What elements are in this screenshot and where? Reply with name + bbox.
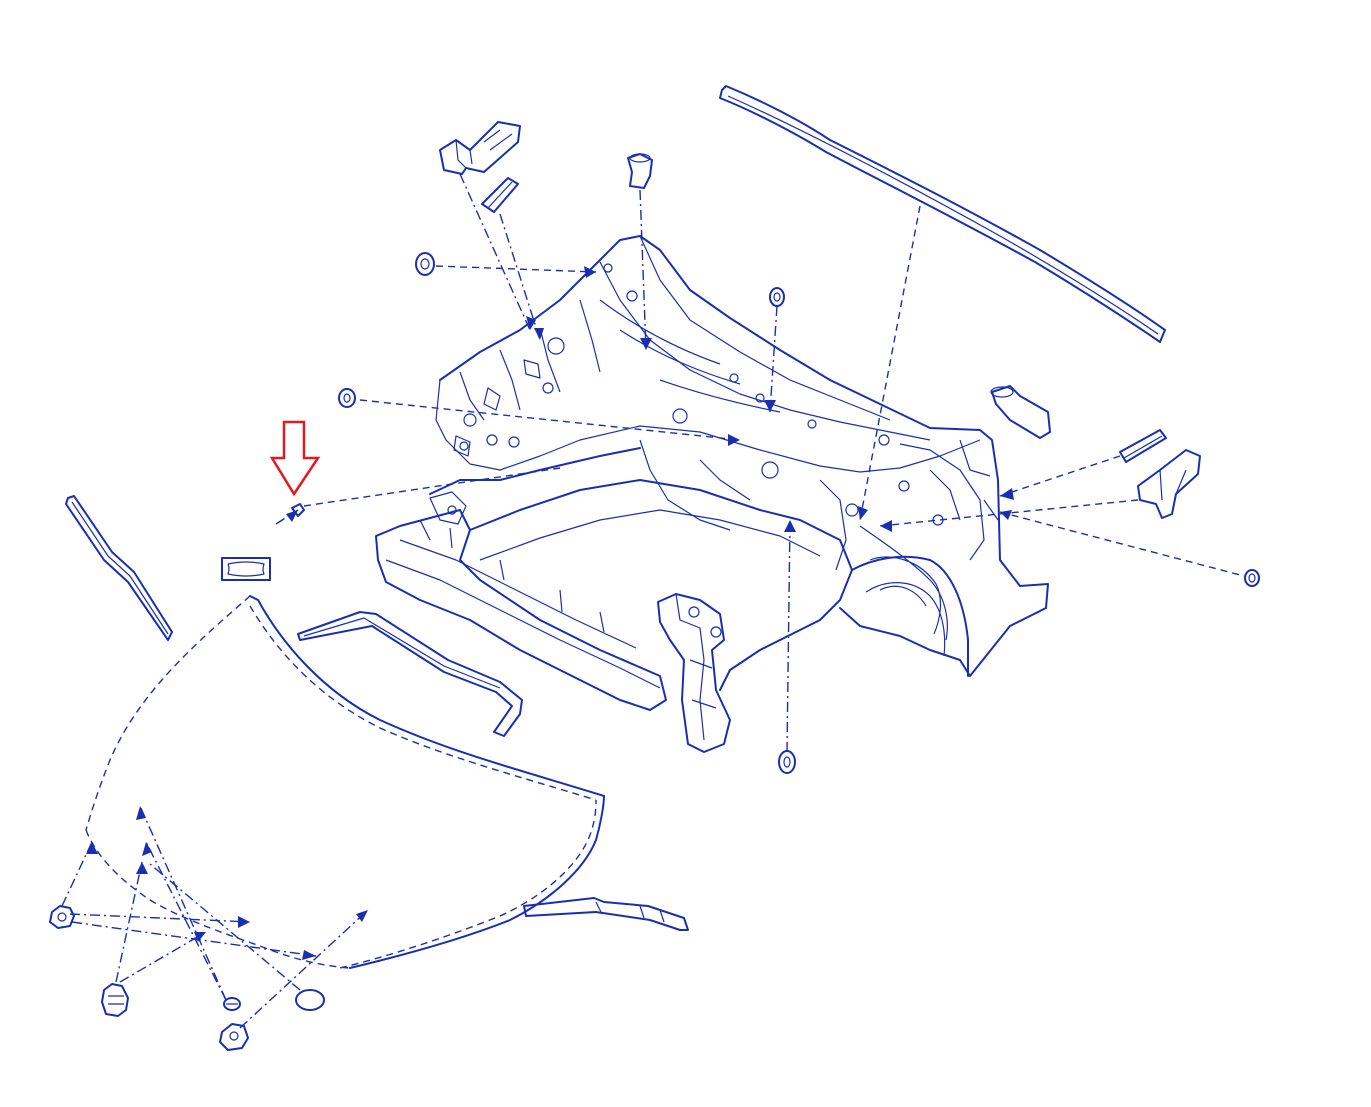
grommet-c (338, 388, 356, 408)
grommet-d (1244, 569, 1260, 587)
seal-plug-upper-left (481, 177, 519, 213)
left-side-seal (65, 495, 173, 641)
front-subframe-assembly (375, 235, 1049, 753)
upper-seal-strip (719, 85, 1166, 343)
duct-right (990, 385, 1051, 439)
push-pin-fastener-d (219, 1023, 249, 1051)
push-pin-fastener-b (101, 983, 129, 1017)
grommet-e (778, 750, 796, 774)
seal-plug-right (1119, 429, 1167, 463)
push-pin-fastener-a (49, 905, 75, 929)
foam-pad (221, 557, 271, 581)
red-down-arrow-icon (269, 420, 321, 497)
leader-arrowheads (86, 266, 1014, 960)
side-seal-center (297, 611, 523, 737)
hood-insulator (85, 595, 605, 969)
underbody-shield (523, 897, 689, 931)
bracket-upper-left (439, 121, 521, 175)
grommet-a (415, 252, 435, 276)
leader-lines (61, 173, 1245, 1029)
bracket-right (1137, 449, 1201, 519)
push-pin-fastener-c (223, 997, 241, 1011)
grommet-f (295, 989, 325, 1011)
grommet-b (769, 287, 785, 307)
duct-clip-top (627, 153, 653, 189)
